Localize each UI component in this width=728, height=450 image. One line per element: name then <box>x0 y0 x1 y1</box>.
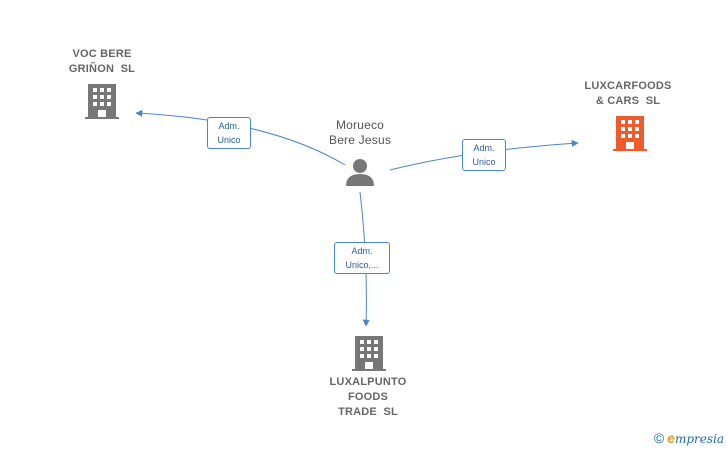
node-label-person[interactable]: Morueco Bere Jesus <box>328 118 392 147</box>
node-label-luxalpunto[interactable]: LUXALPUNTO FOODS TRADE SL <box>329 376 407 418</box>
node-label-luxcarfoods[interactable]: LUXCARFOODS & CARS SL <box>584 80 672 107</box>
edge-person-voc <box>135 109 346 166</box>
edge-label-person-luxcar[interactable]: Adm. Unico <box>462 139 506 171</box>
empresia-watermark[interactable]: © empresia <box>654 430 724 446</box>
copyright-symbol: © <box>653 430 665 446</box>
building-icon[interactable] <box>613 116 647 151</box>
person-icon[interactable] <box>346 159 374 186</box>
edge-label-person-luxal[interactable]: Adm. Unico,... <box>334 242 390 274</box>
building-icon[interactable] <box>352 336 386 371</box>
node-label-voc-bere[interactable]: VOC BERE GRIÑON SL <box>68 48 136 75</box>
edge-label-person-voc[interactable]: Adm. Unico <box>207 117 251 149</box>
empresia-logo: empresia <box>667 430 724 446</box>
building-icon[interactable] <box>85 84 119 119</box>
